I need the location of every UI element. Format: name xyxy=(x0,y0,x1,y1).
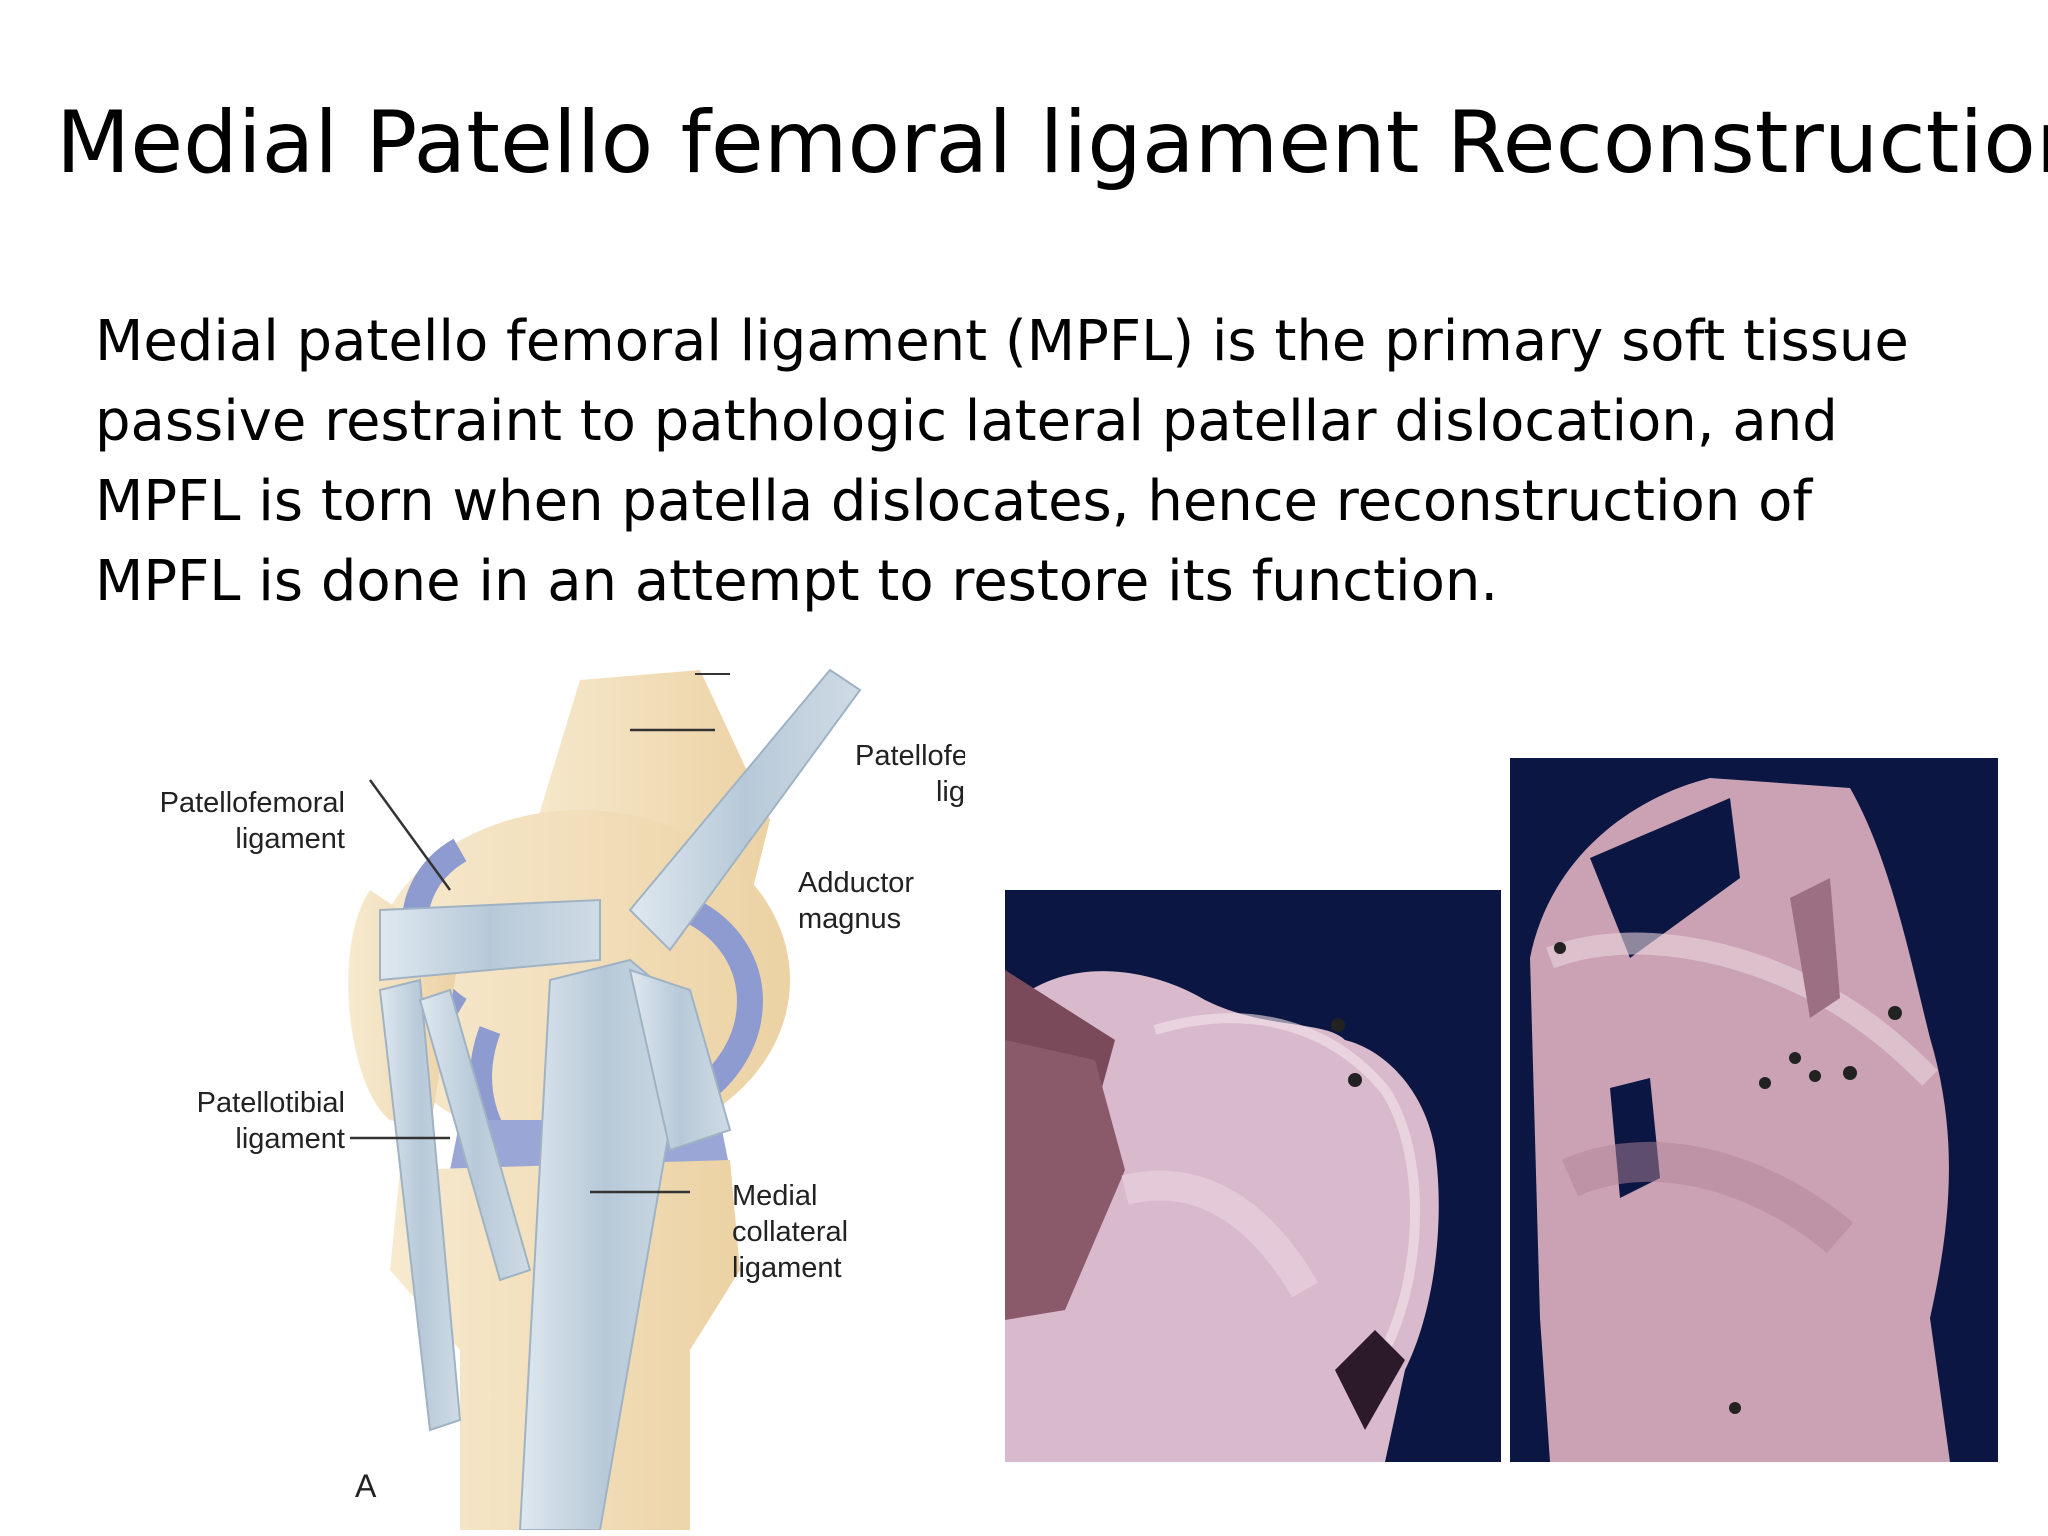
mcl-band xyxy=(518,958,692,1530)
patellotibial-band xyxy=(378,978,462,1432)
body-line: MPFL is torn when patella dislocates, he… xyxy=(95,469,1813,534)
cadaver-photo-right xyxy=(1510,758,1998,1462)
cadaver-photo-left xyxy=(1005,890,1501,1462)
slide-body-text: Medial patello femoral ligament (MPFL) i… xyxy=(95,302,1975,622)
knee-illustration xyxy=(348,668,862,1530)
photo-image xyxy=(1005,890,1501,1462)
body-line: MPFL is done in an attempt to restore it… xyxy=(95,549,1499,614)
label-adductor-magnus: Adductor magnus xyxy=(798,867,915,935)
knee-ligament-diagram: Patellofemoral ligament Patellofe lig Ad… xyxy=(130,650,1010,1530)
photo-image xyxy=(1510,758,1998,1462)
label-patellofe-cut: Patellofe lig xyxy=(855,740,965,808)
body-line: Medial patello femoral ligament (MPFL) i… xyxy=(95,309,1909,374)
panel-letter-a: A xyxy=(355,1468,377,1504)
cartilage-shape xyxy=(682,898,763,1112)
mcl-band xyxy=(628,968,732,1152)
patellotibial-band xyxy=(418,988,532,1282)
label-patellotibial-ligament: Patellotibial ligament xyxy=(196,1087,345,1155)
label-medial-collateral-ligament: Medial collateral ligament xyxy=(732,1180,849,1284)
body-line: passive restraint to pathologic lateral … xyxy=(95,389,1838,454)
label-patellofemoral-ligament: Patellofemoral ligament xyxy=(159,787,345,855)
slide-title: Medial Patello femoral ligament Reconstr… xyxy=(56,93,2048,193)
adductor-tendon xyxy=(628,668,862,952)
leader-line xyxy=(368,779,452,891)
mpfl-band xyxy=(379,898,601,982)
